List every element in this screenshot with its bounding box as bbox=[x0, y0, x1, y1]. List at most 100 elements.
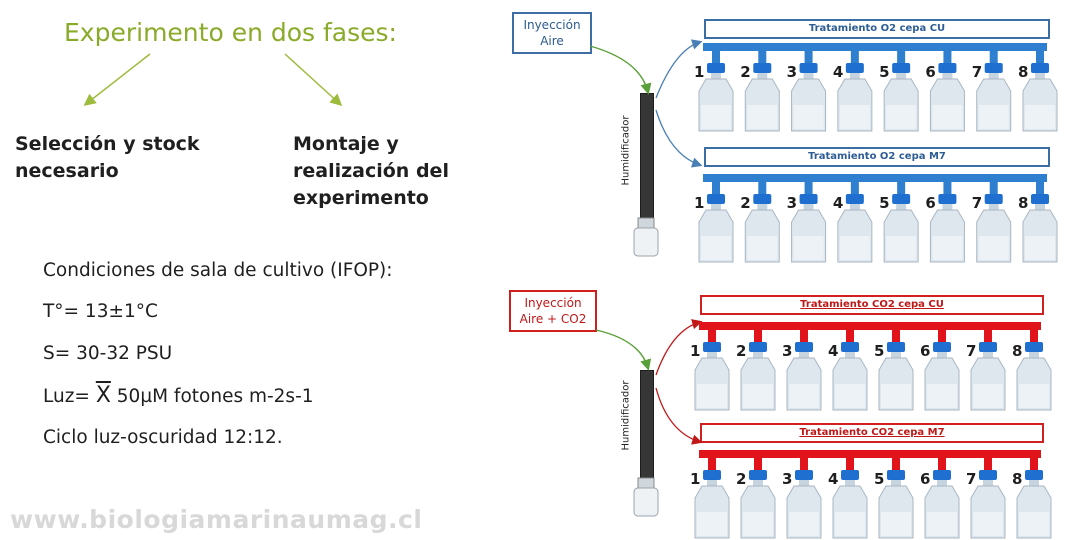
flask-co2-m7-8-media bbox=[1019, 512, 1049, 536]
tube-o2-cu-6 bbox=[943, 51, 952, 65]
conditions-salinity: S= 30-32 PSU bbox=[43, 343, 173, 364]
flask-number-co2-cu-3: 3 bbox=[782, 342, 793, 360]
tube-o2-m7-2 bbox=[758, 182, 767, 196]
tube-co2-m7-5 bbox=[892, 458, 900, 472]
tube-co2-m7-7 bbox=[984, 458, 992, 472]
flask-o2-cu-3-media bbox=[793, 105, 824, 129]
tube-o2-m7-8 bbox=[1036, 182, 1044, 196]
neck-co2-cu-1 bbox=[707, 352, 717, 358]
flask-co2-cu-3-media bbox=[789, 384, 819, 408]
page-title: Experimento en dos fases: bbox=[64, 18, 397, 47]
tube-co2-cu-6 bbox=[938, 330, 946, 344]
tube-o2-m7-3 bbox=[804, 182, 813, 196]
mean-symbol: X bbox=[95, 383, 111, 408]
flask-number-o2-cu-1: 1 bbox=[694, 63, 705, 81]
injection-co2-box: Inyección Aire + CO2 bbox=[509, 290, 597, 332]
flask-o2-m7-1-media bbox=[701, 236, 731, 260]
cap-co2-cu-5 bbox=[887, 342, 905, 352]
tube-o2-cu-5 bbox=[897, 51, 906, 65]
phase-2-line-3: experimento bbox=[293, 187, 429, 209]
light-prefix: Luz= bbox=[43, 386, 90, 407]
flask-o2-m7-4-media bbox=[839, 236, 870, 260]
flask-number-o2-m7-6: 6 bbox=[925, 194, 936, 212]
arrow-co2-to-humidifier bbox=[595, 329, 652, 371]
neck-o2-cu-7 bbox=[988, 73, 999, 79]
arrow-phase1 bbox=[83, 53, 151, 106]
phase-1-line-1: Selección y stock bbox=[15, 133, 200, 155]
neck-co2-m7-5 bbox=[891, 480, 901, 486]
flask-co2-cu-4-media bbox=[835, 384, 865, 408]
cap-co2-m7-1 bbox=[703, 470, 721, 480]
manifold-o2-m7 bbox=[703, 174, 1047, 182]
flask-co2-m7-3-media bbox=[789, 512, 819, 536]
flask-o2-m7-8-media bbox=[1025, 236, 1055, 260]
flask-o2-m7-5-media bbox=[886, 236, 917, 260]
tube-o2-cu-7 bbox=[989, 51, 998, 65]
tube-co2-cu-7 bbox=[984, 330, 992, 344]
neck-o2-cu-3 bbox=[803, 73, 814, 79]
injection-air-box: Inyección Aire bbox=[512, 12, 592, 54]
cap-co2-cu-3 bbox=[795, 342, 813, 352]
phase-2-label: Montaje y realización del experimento bbox=[293, 131, 449, 212]
tube-o2-cu-1 bbox=[712, 51, 720, 65]
tube-co2-cu-3 bbox=[800, 330, 808, 344]
cap-co2-cu-4 bbox=[841, 342, 859, 352]
neck-co2-cu-2 bbox=[753, 352, 763, 358]
flask-number-co2-m7-6: 6 bbox=[920, 470, 931, 488]
flask-number-co2-cu-8: 8 bbox=[1012, 342, 1023, 360]
humidifier-bottom-cap bbox=[637, 477, 655, 489]
neck-co2-m7-3 bbox=[799, 480, 809, 486]
injection-co2-line-1: Inyección bbox=[524, 296, 582, 310]
cap-co2-m7-7 bbox=[979, 470, 997, 480]
neck-co2-m7-8 bbox=[1029, 480, 1039, 486]
flask-number-o2-cu-3: 3 bbox=[786, 63, 797, 81]
neck-co2-cu-4 bbox=[845, 352, 855, 358]
cap-co2-m7-6 bbox=[933, 470, 951, 480]
flask-number-o2-cu-2: 2 bbox=[740, 63, 751, 81]
flask-o2-m7-3-media bbox=[793, 236, 824, 260]
flask-number-o2-cu-6: 6 bbox=[925, 63, 936, 81]
treatment-co2-m7-bar: Tratamiento CO2 cepa M7 bbox=[700, 423, 1044, 443]
cap-co2-cu-2 bbox=[749, 342, 767, 352]
flask-number-co2-cu-6: 6 bbox=[920, 342, 931, 360]
neck-co2-cu-7 bbox=[983, 352, 993, 358]
humidifier-top-bottle bbox=[633, 227, 659, 257]
tube-o2-cu-3 bbox=[804, 51, 813, 65]
flask-number-co2-m7-7: 7 bbox=[966, 470, 977, 488]
cap-o2-cu-6 bbox=[938, 63, 957, 73]
arrow-to-o2-cu bbox=[655, 39, 703, 99]
neck-o2-m7-8 bbox=[1035, 204, 1045, 210]
flask-number-o2-m7-8: 8 bbox=[1018, 194, 1029, 212]
flask-number-co2-m7-4: 4 bbox=[828, 470, 839, 488]
tube-co2-m7-1 bbox=[708, 458, 716, 472]
conditions-temperature: T°= 13±1°C bbox=[43, 301, 158, 322]
neck-o2-m7-4 bbox=[849, 204, 860, 210]
cap-o2-m7-4 bbox=[845, 194, 864, 204]
neck-o2-cu-5 bbox=[896, 73, 907, 79]
cap-co2-cu-6 bbox=[933, 342, 951, 352]
tube-co2-cu-4 bbox=[846, 330, 854, 344]
phase-2-line-2: realización del bbox=[293, 160, 449, 182]
flask-number-co2-cu-5: 5 bbox=[874, 342, 885, 360]
tube-o2-m7-1 bbox=[712, 182, 720, 196]
flask-number-co2-m7-1: 1 bbox=[690, 470, 701, 488]
tube-o2-m7-6 bbox=[943, 182, 952, 196]
treatment-o2-cu-bar: Tratamiento O2 cepa CU bbox=[704, 19, 1050, 39]
flask-number-o2-m7-5: 5 bbox=[879, 194, 890, 212]
neck-o2-cu-1 bbox=[711, 73, 721, 79]
tube-o2-m7-7 bbox=[989, 182, 998, 196]
flask-number-o2-cu-4: 4 bbox=[832, 63, 844, 81]
flask-number-o2-m7-2: 2 bbox=[740, 194, 751, 212]
conditions-cycle: Ciclo luz-oscuridad 12:12. bbox=[43, 427, 283, 448]
flask-number-o2-cu-5: 5 bbox=[879, 63, 890, 81]
flask-o2-cu-5-media bbox=[886, 105, 917, 129]
flask-number-o2-m7-4: 4 bbox=[832, 194, 844, 212]
tube-co2-m7-3 bbox=[800, 458, 808, 472]
arrow-phase2 bbox=[284, 53, 343, 107]
tube-o2-m7-4 bbox=[850, 182, 859, 196]
flask-co2-m7-2-media bbox=[743, 512, 773, 536]
flask-number-co2-m7-2: 2 bbox=[736, 470, 747, 488]
cap-co2-cu-7 bbox=[979, 342, 997, 352]
cap-o2-cu-4 bbox=[845, 63, 864, 73]
